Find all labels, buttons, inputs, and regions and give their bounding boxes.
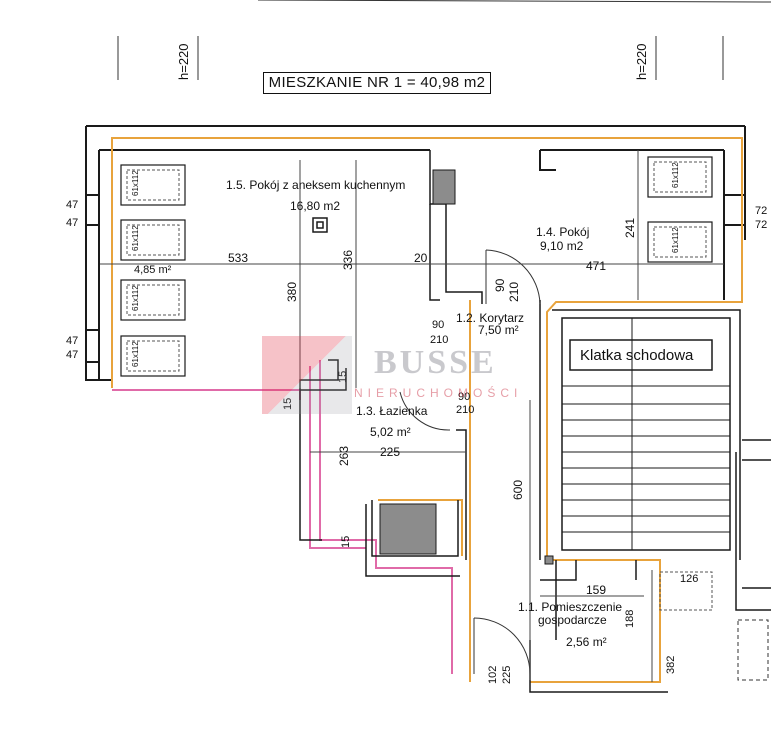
dimension-lines [100, 150, 724, 682]
dim-102: 102 [487, 666, 499, 684]
inner-walls [299, 150, 741, 693]
room-area-utility: 2,56 m² [566, 635, 607, 649]
wall-47: 47 [66, 335, 78, 347]
dim-20: 20 [414, 251, 428, 265]
ceiling-height-left: h=220 [176, 43, 191, 80]
room-name-bathroom: 1.3. Łazienka [356, 404, 428, 418]
neighbor-dashed [737, 619, 769, 681]
ceiling-height-right: h=220 [634, 43, 649, 80]
dim-225-bath: 225 [380, 445, 400, 459]
dim-225-door: 225 [501, 666, 513, 684]
dim-90-bath: 90 [458, 391, 470, 403]
dim-263: 263 [337, 446, 351, 466]
neighbor-walls [735, 439, 771, 611]
wall-47: 47 [66, 217, 78, 229]
balcony-area: 4,85 m² [134, 264, 172, 276]
room-name-living: 1.5. Pokój z aneksem kuchennym [226, 178, 405, 192]
dim-241: 241 [623, 218, 637, 238]
wall-47: 47 [66, 199, 78, 211]
dim-15-left: 15 [282, 398, 294, 410]
room-area-room: 9,10 m2 [540, 239, 584, 253]
dim-188: 188 [624, 610, 636, 628]
window-inner [126, 161, 713, 611]
room-area-bathroom: 5,02 m² [370, 425, 411, 439]
window-label: 61x112 [131, 170, 140, 196]
apartment-title: MIESZKANIE NR 1 = 40,98 m2 [263, 72, 491, 94]
wall-72: 72 [755, 205, 767, 217]
reference-lines [117, 0, 771, 80]
window-frames [120, 156, 713, 377]
dim-15-top: 15 [337, 371, 349, 383]
stairwell [561, 317, 731, 551]
room-area-living: 16,80 m2 [290, 199, 340, 213]
dim-380: 380 [285, 282, 299, 302]
stove-symbol [312, 217, 328, 233]
door-swings [399, 249, 541, 675]
room-name-room: 1.4. Pokój [536, 225, 589, 239]
window-label: 61x112 [131, 285, 140, 311]
room-name-stairwell: Klatka schodowa [580, 347, 694, 364]
dim-382: 382 [665, 656, 677, 674]
room-name-corridor: 1.2. Korytarz [456, 311, 524, 325]
window-label: 61x112 [131, 225, 140, 251]
outer-walls [85, 125, 746, 381]
dim-210-door: 210 [507, 282, 521, 302]
room-area-corridor: 7,50 m² [478, 323, 519, 337]
wall-72: 72 [755, 219, 767, 231]
dim-471: 471 [586, 259, 606, 273]
dim-210-corridor: 210 [430, 334, 448, 346]
shaft-blocks [379, 169, 554, 565]
dim-533: 533 [228, 251, 248, 265]
dim-159: 159 [586, 583, 606, 597]
dim-15-bottom: 15 [340, 536, 352, 548]
dim-600: 600 [511, 480, 525, 500]
wall-47: 47 [66, 349, 78, 361]
dim-210-bath: 210 [456, 404, 474, 416]
window-label: 61x112 [671, 227, 680, 253]
dim-90-corridor: 90 [432, 319, 444, 331]
dim-336: 336 [341, 250, 355, 270]
room-name-utility: 1.1. Pomieszczenie [518, 600, 622, 614]
dim-126: 126 [680, 573, 698, 585]
window-label: 61x112 [131, 341, 140, 367]
stair-steps [562, 318, 730, 550]
dim-90-door: 90 [493, 278, 507, 292]
window-label: 61x112 [671, 162, 680, 188]
room-name-utility-line2: gospodarcze [538, 613, 607, 627]
